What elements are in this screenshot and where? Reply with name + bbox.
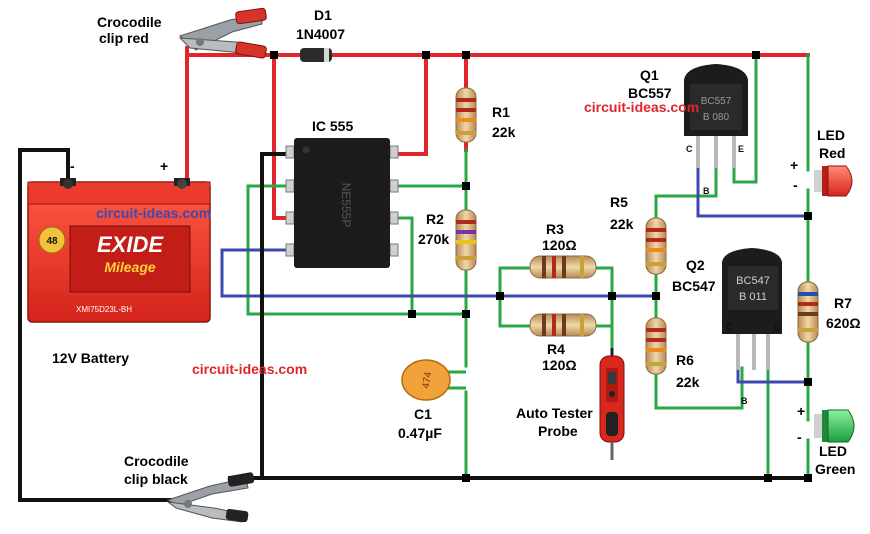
green-wires (246, 53, 810, 478)
crocodile-clip-black (166, 472, 255, 523)
battery-brand: EXIDE (97, 232, 164, 257)
capacitor-c1: 474 (401, 359, 466, 401)
resistor-r7 (797, 281, 819, 343)
label-d1-part: 1N4007 (296, 26, 345, 42)
resistor-r5 (645, 217, 667, 275)
label-r5-value: 22k (610, 216, 634, 232)
ic-555: NE555P (285, 138, 399, 268)
label-d1: D1 (314, 7, 332, 23)
label-probe-line2: Probe (538, 423, 578, 439)
q1-pin-b: B (703, 186, 710, 196)
resistor-r4 (529, 313, 597, 337)
watermark-battery: circuit-ideas.com (96, 205, 211, 221)
battery-sub: Mileage (104, 259, 156, 275)
led-green-plus-sign: + (797, 403, 805, 419)
label-led-red-line1: LED (817, 127, 845, 143)
battery-badge-text: 48 (46, 236, 58, 247)
led-green (814, 409, 855, 443)
label-clip-black-line2: clip black (124, 471, 188, 487)
label-q1: Q1 (640, 67, 659, 83)
label-r7-value: 620Ω (826, 315, 861, 331)
label-r1: R1 (492, 104, 510, 120)
resistor-r1 (455, 87, 477, 143)
junctions (270, 51, 812, 482)
capacitor-marking: 474 (421, 371, 435, 390)
label-clip-red-line1: Crocodile (97, 14, 162, 30)
label-q2: Q2 (686, 257, 705, 273)
label-r3: R3 (546, 221, 564, 237)
blue-wires (220, 163, 810, 384)
crocodile-clip-red (178, 7, 267, 59)
label-led-green-line1: LED (819, 443, 847, 459)
watermark-bottom: circuit-ideas.com (192, 361, 307, 377)
label-r3-value: 120Ω (542, 237, 577, 253)
label-ic: IC 555 (312, 118, 353, 134)
led-red-plus-sign: + (790, 157, 798, 173)
label-r4: R4 (547, 341, 565, 357)
label-q1-part: BC557 (628, 85, 672, 101)
q2-pin-e: E (774, 322, 780, 332)
q1-pin-c: C (686, 144, 693, 154)
q2-pin-c: C (726, 322, 733, 332)
label-r6-value: 22k (676, 374, 700, 390)
label-battery: 12V Battery (52, 350, 129, 366)
battery-badge-icon (38, 226, 66, 254)
label-r2: R2 (426, 211, 444, 227)
label-r6: R6 (676, 352, 694, 368)
label-r2-value: 270k (418, 231, 449, 247)
led-green-minus-sign: - (797, 429, 802, 445)
ground-rail (18, 148, 810, 502)
q2-pin-b: B (741, 396, 748, 406)
labels: Crocodile clip red D1 1N4007 IC 555 R1 2… (52, 7, 861, 487)
label-r5: R5 (610, 194, 628, 210)
battery-negative-terminal (63, 179, 73, 189)
resistor-r2 (455, 209, 477, 271)
q1-marking-line1: BC557 (701, 96, 732, 107)
battery-model: XMI75D23L-BH (76, 305, 132, 314)
battery-minus-sign: - (70, 158, 75, 174)
led-red-minus-sign: - (793, 177, 798, 193)
battery-positive-terminal (177, 179, 187, 189)
q1-pin-e: E (738, 144, 744, 154)
battery-12v: 48 EXIDE Mileage XMI75D23L-BH (27, 178, 211, 323)
transistor-q1: BC557 B 080 (684, 64, 748, 168)
diode-d1 (300, 48, 332, 62)
q2-marking-line1: BC547 (736, 275, 770, 287)
battery-plus-sign: + (160, 158, 168, 174)
label-r7: R7 (834, 295, 852, 311)
label-r1-value: 22k (492, 124, 516, 140)
resistor-r3 (529, 255, 597, 279)
label-r4-value: 120Ω (542, 357, 577, 373)
transistor-q2: BC547 B 011 (722, 248, 782, 370)
label-led-red-line2: Red (819, 145, 845, 161)
label-c1: C1 (414, 406, 432, 422)
led-red (814, 165, 853, 197)
auto-tester-probe (599, 348, 625, 460)
label-probe-line1: Auto Tester (516, 405, 593, 421)
label-q2-part: BC547 (672, 278, 716, 294)
label-clip-red-line2: clip red (99, 30, 149, 46)
watermarks: circuit-ideas.com circuit-ideas.com circ… (96, 99, 699, 377)
resistor-r6 (645, 317, 667, 375)
ic-marking: NE555P (339, 183, 353, 228)
label-c1-value: 0.47µF (398, 425, 442, 441)
q2-marking-line2: B 011 (739, 291, 767, 303)
wires (18, 46, 810, 502)
watermark-top: circuit-ideas.com (584, 99, 699, 115)
label-led-green-line2: Green (815, 461, 855, 477)
label-clip-black-line1: Crocodile (124, 453, 189, 469)
q1-marking-line2: B 080 (703, 112, 730, 123)
